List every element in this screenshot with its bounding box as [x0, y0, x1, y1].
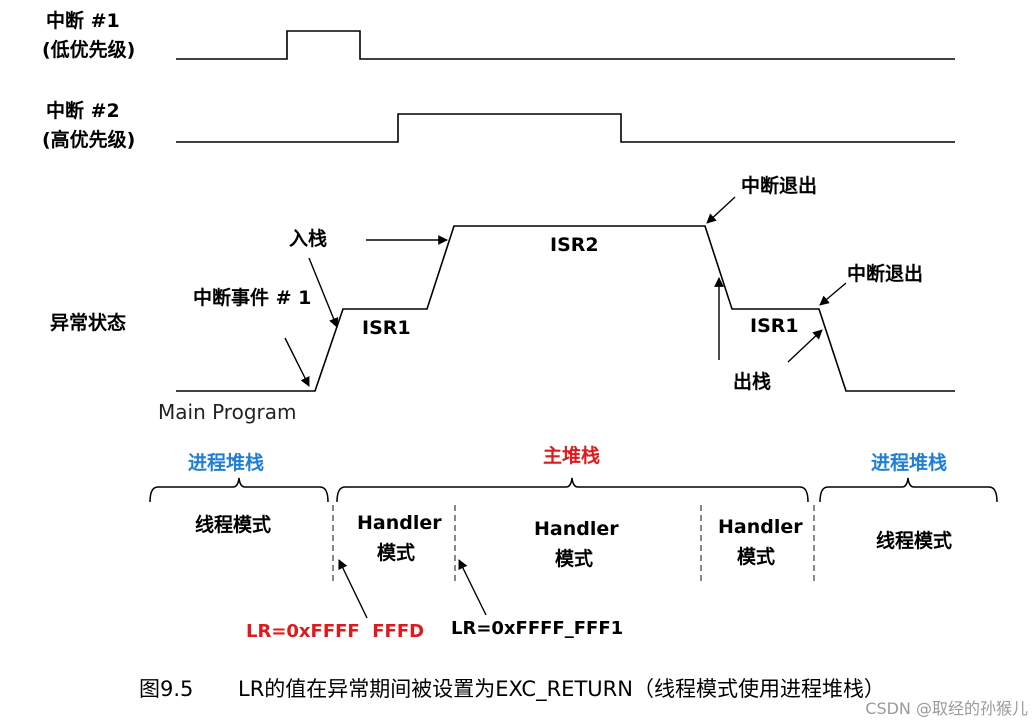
- push-label: 入栈: [289, 227, 327, 250]
- handler-mode-1-line1: Handler: [357, 512, 442, 534]
- lr-value-first: LR=0xFFFF FFFD: [246, 621, 424, 642]
- main-stack-brace: [336, 477, 809, 503]
- pop-label: 出栈: [733, 370, 771, 393]
- irq2-priority: (高优先级): [42, 128, 135, 151]
- process-stack-left-label: 进程堆栈: [188, 451, 264, 474]
- exit-arrow-1: [706, 196, 736, 224]
- irq1-title: 中断 #1: [46, 9, 120, 32]
- push-arrow-to-isr1: [308, 257, 339, 328]
- lr-first-arrow: [338, 559, 368, 619]
- irq1-priority: (低优先级): [42, 38, 135, 61]
- thread-mode-right-label: 线程模式: [876, 529, 952, 552]
- irq1-waveform: [176, 30, 955, 60]
- interrupt-event-arrow: [284, 337, 310, 387]
- isr1-second-label: ISR1: [750, 315, 799, 337]
- lr-second-arrow: [458, 559, 487, 616]
- handler-mode-3-line1: Handler: [718, 516, 803, 538]
- csdn-watermark: CSDN @取经的孙猴儿: [865, 699, 1028, 718]
- handler-mode-1-line2: 模式: [377, 541, 415, 564]
- figure-caption: LR的值在异常期间被设置为EXC_RETURN（线程模式使用进程堆栈）: [238, 677, 885, 702]
- figure-number: 图9.5: [139, 677, 193, 701]
- main-program-label: Main Program: [158, 400, 297, 424]
- exit-label-1: 中断退出: [741, 174, 817, 197]
- exit-arrow-2: [819, 282, 847, 306]
- process-stack-right-label: 进程堆栈: [871, 451, 947, 474]
- isr2-label: ISR2: [550, 234, 599, 256]
- irq2-title: 中断 #2: [46, 99, 120, 122]
- interrupt-event-label: 中断事件 # 1: [193, 286, 311, 309]
- exception-state-label: 异常状态: [50, 311, 126, 334]
- exception-state-trace: [176, 225, 955, 392]
- thread-mode-left-label: 线程模式: [195, 513, 271, 536]
- isr1-first-label: ISR1: [362, 317, 411, 339]
- exit-arrow-3: [787, 329, 823, 363]
- handler-mode-2-line1: Handler: [534, 518, 619, 540]
- handler-mode-3-line2: 模式: [737, 545, 775, 568]
- handler-mode-2-line2: 模式: [555, 547, 593, 570]
- process-stack-right-brace: [819, 477, 998, 503]
- main-stack-label: 主堆栈: [543, 444, 600, 467]
- lr-value-second: LR=0xFFFF_FFF1: [451, 618, 623, 639]
- process-stack-left-brace: [149, 477, 329, 503]
- irq2-waveform: [176, 113, 955, 143]
- exit-label-2: 中断退出: [847, 262, 923, 285]
